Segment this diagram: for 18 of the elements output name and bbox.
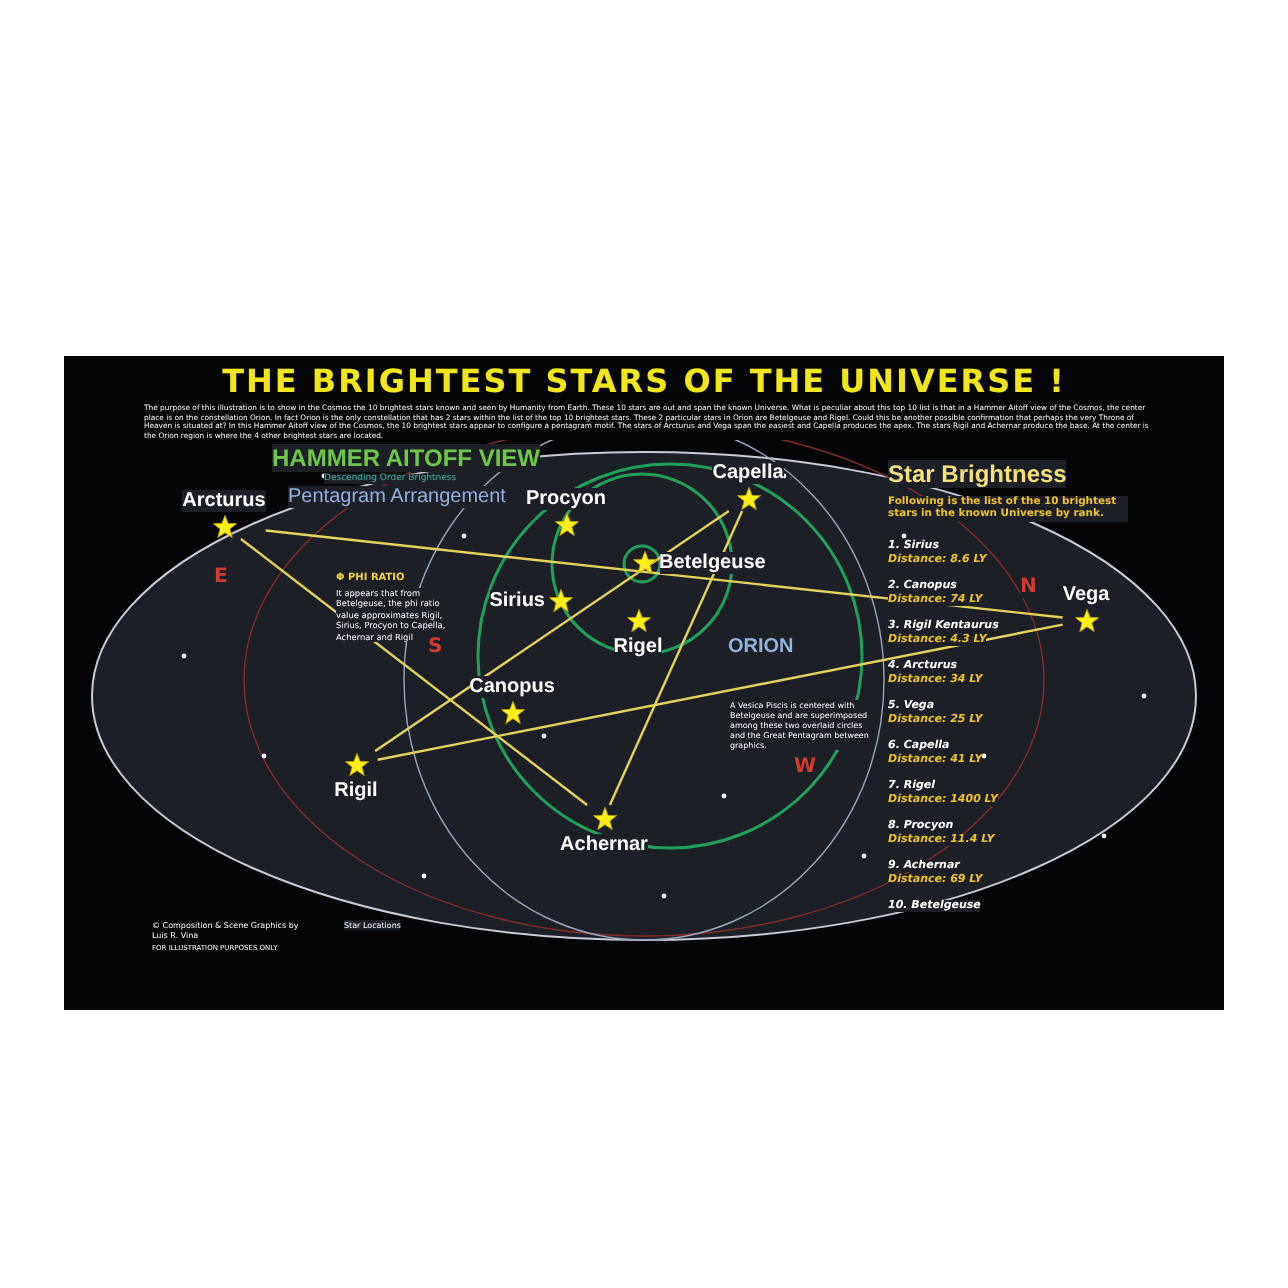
star-name: Rigil — [334, 779, 378, 801]
star-name: Procyon — [526, 487, 607, 509]
constellation-label: ORION — [728, 636, 794, 658]
pentagram-line — [608, 510, 744, 806]
pentagram-line — [374, 510, 730, 752]
pentagram-line — [265, 529, 1063, 619]
map-subheading: Pentagram Arrangement — [288, 486, 506, 508]
panel-heading: Star Brightness — [888, 460, 1067, 488]
compass-letter: E — [214, 566, 228, 588]
star-name: Arcturus — [182, 489, 266, 511]
compass-letter: N — [1020, 576, 1037, 598]
map-heading: HAMMER AITOFF VIEW — [272, 444, 540, 472]
pentagram-line — [240, 538, 588, 806]
star-name: Capella — [712, 461, 784, 483]
compass-letter: W — [794, 756, 817, 778]
star-name: Vega — [1062, 583, 1110, 605]
pentagram-line — [377, 623, 1063, 761]
star-name: Achernar — [560, 833, 648, 855]
